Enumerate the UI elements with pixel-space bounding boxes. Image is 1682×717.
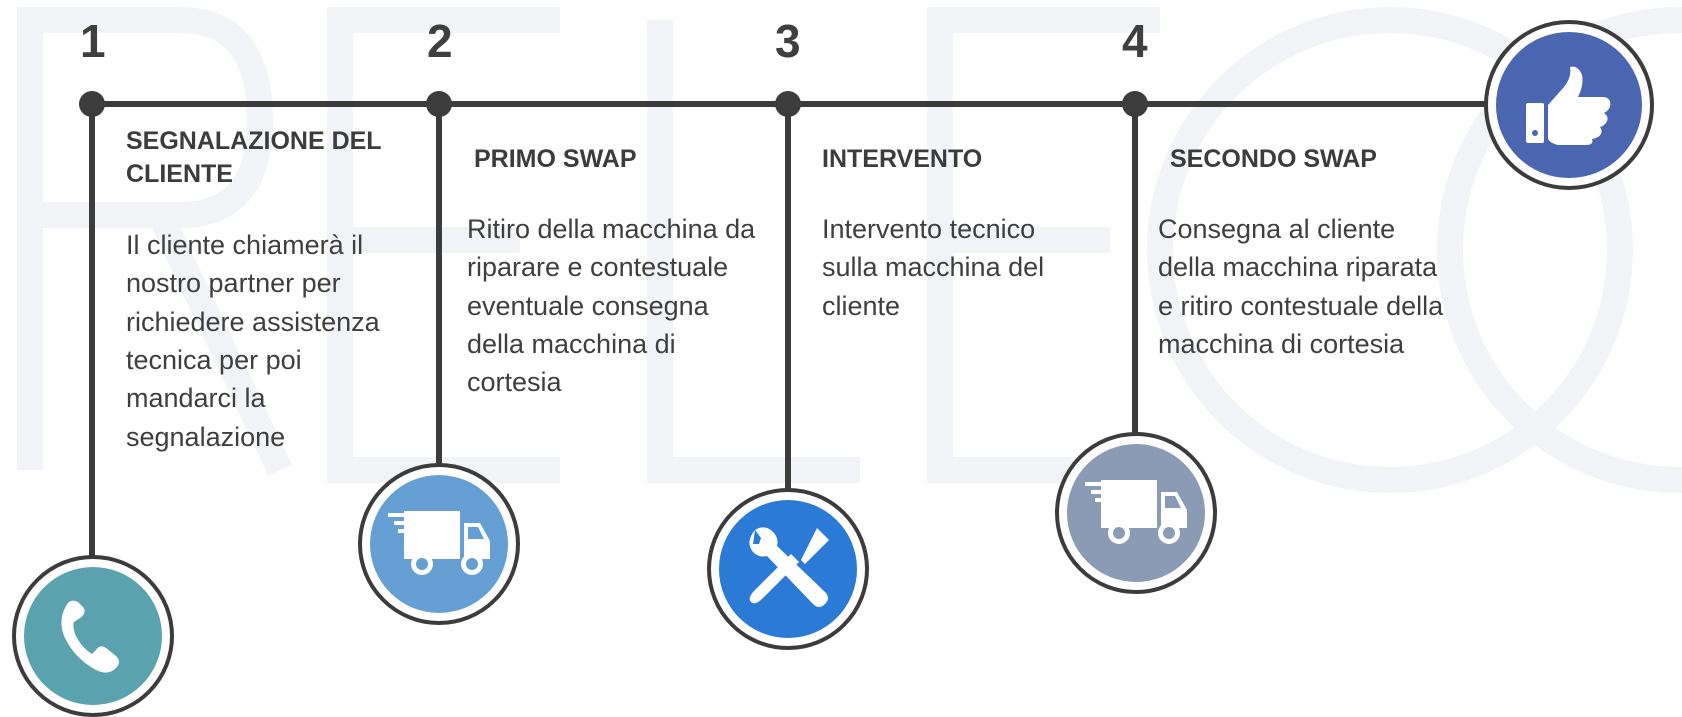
step-1-dot [79,91,105,117]
step-3-dot [775,91,801,117]
step-2-title: PRIMO SWAP [474,145,637,173]
step-2-connector [436,106,442,466]
step-4-icon-circle [1055,432,1217,594]
step-3-title: INTERVENTO [822,145,983,173]
step-1-title: SEGNALAZIONE DEL CLIENTE [126,127,382,188]
step-1-description: Il cliente chiamerà il nostro partner pe… [126,230,380,452]
step-2-number: 2 [427,15,453,67]
step-3-icon-fill [719,500,857,638]
step-2-icon-circle [358,463,520,625]
step-4-connector [1132,106,1138,436]
end-icon-fill [1496,32,1642,178]
step-3-icon-circle [707,488,869,650]
step-4-number: 4 [1122,15,1148,67]
wrench-screwdriver-icon [749,527,829,607]
step-1-number: 1 [80,15,106,67]
step-4-description: Consegna al cliente della macchina ripar… [1158,214,1444,359]
step-1-icon-fill [24,567,162,705]
step-4-icon-fill [1067,444,1205,582]
step-1-icon-circle [12,555,174,717]
step-3-connector [785,106,791,492]
step-1-connector [89,106,95,558]
step-2-icon-fill [370,475,508,613]
step-4-title: SECONDO SWAP [1170,145,1377,173]
step-4-dot [1122,91,1148,117]
thumbs-up-icon [1526,66,1611,145]
step-3-description: Intervento tecnico sulla macchina del cl… [822,214,1045,321]
delivery-truck-icon [388,511,490,575]
step-2-dot [426,91,452,117]
step-3-number: 3 [775,15,801,67]
delivery-truck-icon [1085,480,1187,544]
phone-icon [61,600,119,673]
step-2-description: Ritiro della macchina da riparare e cont… [467,214,756,398]
end-icon-circle [1484,20,1654,190]
